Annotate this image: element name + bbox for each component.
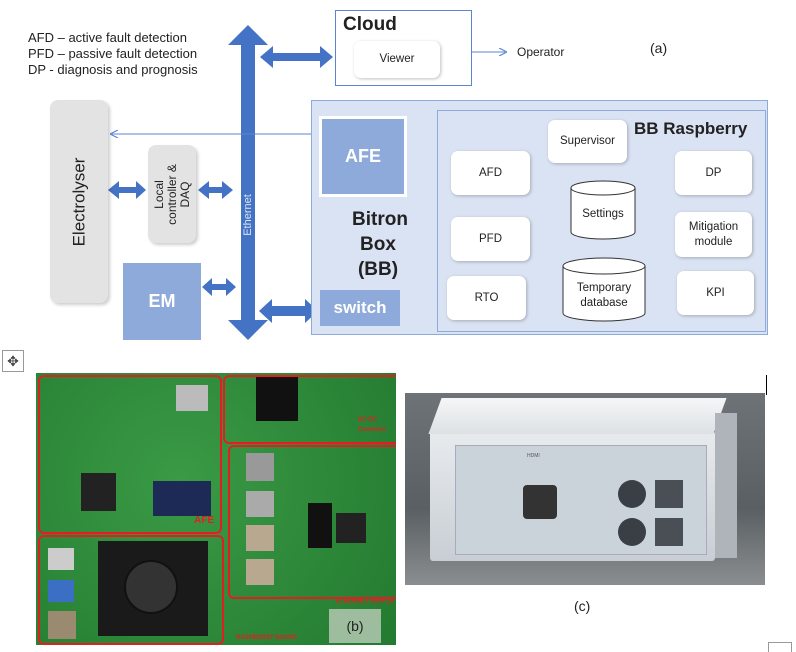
enclosure-top: [428, 398, 727, 434]
device-photo: HDMI: [405, 393, 765, 585]
rto-box: RTO: [447, 276, 526, 320]
resize-handle[interactable]: [768, 642, 792, 652]
afe-region-outline: [38, 375, 222, 534]
panel-c-label: (c): [574, 598, 591, 614]
dcdc-line1: DC-DC: [358, 417, 378, 423]
viewer-label: Viewer: [379, 53, 415, 65]
dcdc-module: [256, 377, 298, 421]
cloud-title: Cloud: [343, 14, 397, 35]
raspberry-region-outline: [38, 535, 224, 645]
usb-port: [618, 480, 646, 508]
rj45-port: [655, 480, 683, 508]
power-module: [153, 481, 211, 516]
fan-icon: [124, 560, 178, 614]
hdmi-label: HDMI: [527, 453, 540, 459]
kpi-label: KPI: [706, 286, 725, 299]
enclosure-side: [715, 413, 737, 558]
viewer-box: Viewer: [354, 41, 440, 78]
rj45-port: [246, 525, 274, 551]
rj45-port: [655, 518, 683, 546]
afe-region-label: AFE: [194, 515, 214, 526]
ethernet-switch-region-outline: [228, 445, 396, 599]
chip: [308, 503, 332, 548]
mitigation-line2: module: [694, 235, 733, 248]
rj45-port: [246, 491, 274, 517]
chip: [81, 473, 116, 511]
mitigation-line1: Mitigation: [688, 220, 739, 233]
rto-label: RTO: [474, 291, 499, 304]
mitigation-box: Mitigation module: [675, 212, 752, 257]
afd-label: AFD: [479, 166, 502, 179]
settings-label: Settings: [582, 208, 624, 220]
rj45-port: [48, 611, 76, 639]
switch-label: switch: [333, 298, 387, 317]
arrow-controller-ethernet: [198, 181, 233, 199]
temp-database-cylinder: [562, 257, 646, 322]
local-controller-box: Local controller & DAQ: [148, 145, 196, 243]
supervisor-label: Supervisor: [560, 135, 615, 147]
temp-database-label: Temporary database: [563, 281, 645, 311]
ethernet-bus-arrow: [228, 25, 268, 340]
bb-raspberry-title: BB Raspberry: [634, 119, 748, 138]
dcdc-line2: Converter: [358, 427, 387, 433]
panel-a-label: (a): [650, 40, 668, 56]
dcdc-region-outline: [223, 375, 396, 444]
em-box: EM: [123, 263, 201, 340]
bitron-title-line1: Bitron: [352, 209, 408, 230]
dcdc-region-label: DC-DC Converter: [358, 415, 386, 435]
settings-cylinder: [570, 180, 636, 240]
afe-label: AFE: [345, 146, 381, 166]
move-handle-icon[interactable]: ✥: [2, 350, 24, 372]
dp-label: DP: [705, 166, 722, 179]
operator-label: Operator: [517, 45, 565, 59]
text-cursor: [766, 375, 767, 395]
pfd-box: PFD: [451, 217, 530, 261]
electrolyser-box: Electrolyser: [50, 100, 108, 303]
usb-port: [48, 548, 74, 570]
chip: [336, 513, 366, 543]
bitron-title: Bitron Box (BB): [352, 207, 408, 282]
rj45-port: [176, 385, 208, 411]
cloud-box: Cloud Viewer: [335, 10, 472, 86]
supervisor-box: Supervisor: [548, 120, 627, 163]
legend-pfd: PFD – passive fault detection: [28, 46, 198, 61]
legend-dp: DP - diagnosis and prognosis: [28, 62, 198, 77]
temp-db-line2: database: [580, 297, 628, 309]
bitron-title-line2: Box: [360, 234, 396, 255]
abbreviation-legend: AFD – active fault detection PFD – passi…: [28, 30, 198, 78]
afd-box: AFD: [451, 151, 530, 195]
arrow-em-ethernet: [202, 278, 236, 296]
rj45-port: [246, 559, 274, 585]
pfd-label: PFD: [479, 232, 502, 245]
raspberry-board-label: RASPBERRY BOARD: [236, 635, 298, 641]
hdmi-port: [523, 485, 557, 519]
usb-port: [618, 518, 646, 546]
bitron-title-line3: (BB): [357, 259, 399, 280]
legend-afd: AFD – active fault detection: [28, 30, 187, 45]
arrow-ethernet-cloud: [260, 46, 333, 68]
panel-b-label: (b): [329, 609, 381, 643]
rj45-port: [246, 453, 274, 481]
em-label: EM: [148, 291, 176, 311]
switch-box: switch: [320, 290, 400, 326]
arrow-ethernet-switch: [259, 299, 318, 323]
dp-box: DP: [675, 151, 752, 195]
arrow-electrolyser-controller: [108, 181, 146, 199]
ethernet-switch-label: ETHERNET SWITCH: [336, 599, 394, 605]
pcb-photo: AFE DC-DC Converter RASPBERRY BOARD (b) …: [36, 373, 396, 645]
usb-port: [48, 580, 74, 602]
kpi-box: KPI: [677, 271, 754, 315]
afe-box: AFE: [319, 116, 407, 197]
temp-db-line1: Temporary: [576, 282, 632, 294]
